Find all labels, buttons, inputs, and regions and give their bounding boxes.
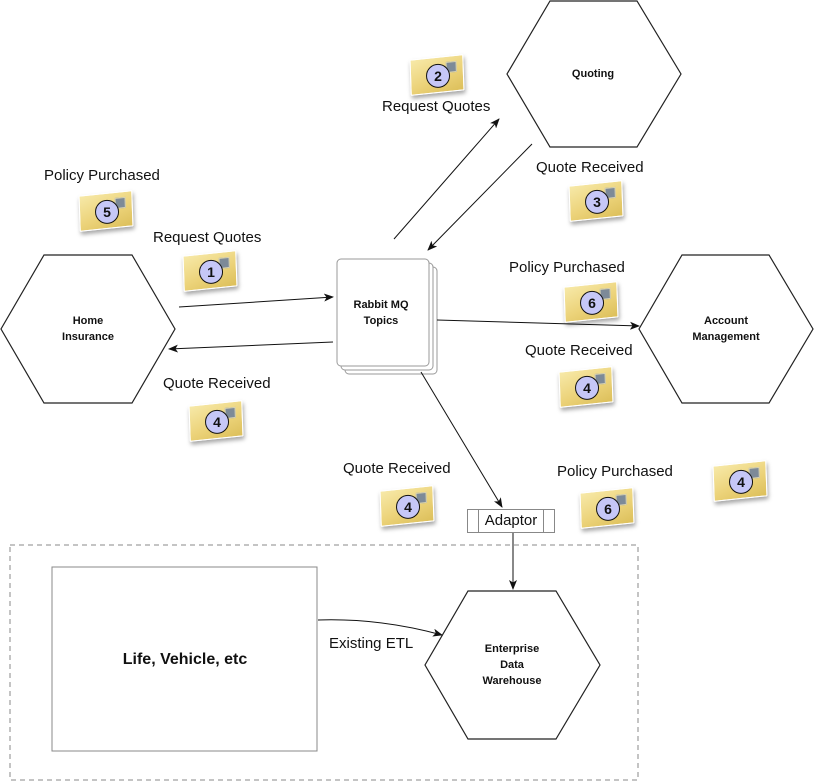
step-badge: 2 bbox=[426, 63, 451, 88]
edge-mq-to-home bbox=[168, 341, 334, 353]
step-badge: 4 bbox=[575, 375, 600, 400]
legacy-systems-label: Life, Vehicle, etc bbox=[122, 651, 248, 668]
step-badge: 4 bbox=[396, 494, 421, 519]
message-envelope-icon[interactable]: 4 bbox=[710, 460, 768, 502]
step-badge: 1 bbox=[199, 259, 224, 284]
step-badge: 5 bbox=[95, 199, 120, 224]
adaptor-left-bar bbox=[478, 510, 479, 532]
message-envelope-icon[interactable]: 6 bbox=[577, 487, 635, 529]
edge-mq-to-account bbox=[436, 319, 640, 330]
message-envelope-icon[interactable]: 2 bbox=[407, 54, 465, 96]
quoting-node[interactable] bbox=[506, 0, 682, 148]
edge-label-policy-purchased-home: Policy Purchased bbox=[44, 167, 160, 184]
enterprise-dw-label: Enterprise Data Warehouse bbox=[482, 643, 542, 687]
step-badge: 4 bbox=[205, 409, 230, 434]
enterprise-dw-node[interactable] bbox=[424, 590, 601, 740]
adaptor-node[interactable]: Adaptor bbox=[467, 509, 555, 533]
home-insurance-label: Home Insurance bbox=[62, 315, 114, 343]
quoting-label: Quoting bbox=[571, 68, 615, 80]
edge-label-policy-purchased-account: Policy Purchased bbox=[509, 259, 625, 276]
account-management-label: Account Management bbox=[692, 315, 760, 343]
adaptor-right-bar bbox=[543, 510, 544, 532]
edge-label-quote-received-adaptor: Quote Received bbox=[343, 460, 451, 477]
edge-label-policy-purchased-adaptor: Policy Purchased bbox=[557, 463, 673, 480]
edge-legacy-to-dw bbox=[317, 619, 443, 637]
message-envelope-icon[interactable]: 1 bbox=[180, 250, 238, 292]
message-envelope-icon[interactable]: 4 bbox=[556, 366, 614, 408]
message-envelope-icon[interactable]: 5 bbox=[76, 190, 134, 232]
step-badge: 3 bbox=[585, 189, 610, 214]
edge-label-request-quotes-home: Request Quotes bbox=[153, 229, 262, 246]
home-insurance-node[interactable] bbox=[0, 254, 176, 404]
edge-home-to-mq bbox=[178, 293, 334, 308]
edge-label-quote-received-home: Quote Received bbox=[163, 375, 271, 392]
legacy-systems-node[interactable] bbox=[51, 566, 318, 752]
edge-quoting-to-mq bbox=[427, 143, 533, 251]
step-badge: 6 bbox=[580, 290, 605, 315]
rabbit-mq-node[interactable] bbox=[336, 258, 438, 375]
edge-label-quote-received-account: Quote Received bbox=[525, 342, 633, 359]
message-envelope-icon[interactable]: 4 bbox=[377, 485, 435, 527]
edge-label-existing-etl: Existing ETL bbox=[329, 635, 414, 652]
edge-mq-to-quoting bbox=[393, 118, 500, 240]
rabbit-mq-label: Rabbit MQ Topics bbox=[353, 299, 409, 327]
message-envelope-icon[interactable]: 6 bbox=[561, 281, 619, 323]
edge-label-request-quotes-quoting: Request Quotes bbox=[382, 98, 491, 115]
edge-mq-to-adaptor bbox=[420, 371, 503, 508]
edge-label-quote-received-quoting: Quote Received bbox=[536, 159, 644, 176]
step-badge: 6 bbox=[596, 496, 621, 521]
step-badge: 4 bbox=[729, 469, 754, 494]
adaptor-label: Adaptor bbox=[484, 512, 538, 529]
message-envelope-icon[interactable]: 3 bbox=[566, 180, 624, 222]
message-envelope-icon[interactable]: 4 bbox=[186, 400, 244, 442]
